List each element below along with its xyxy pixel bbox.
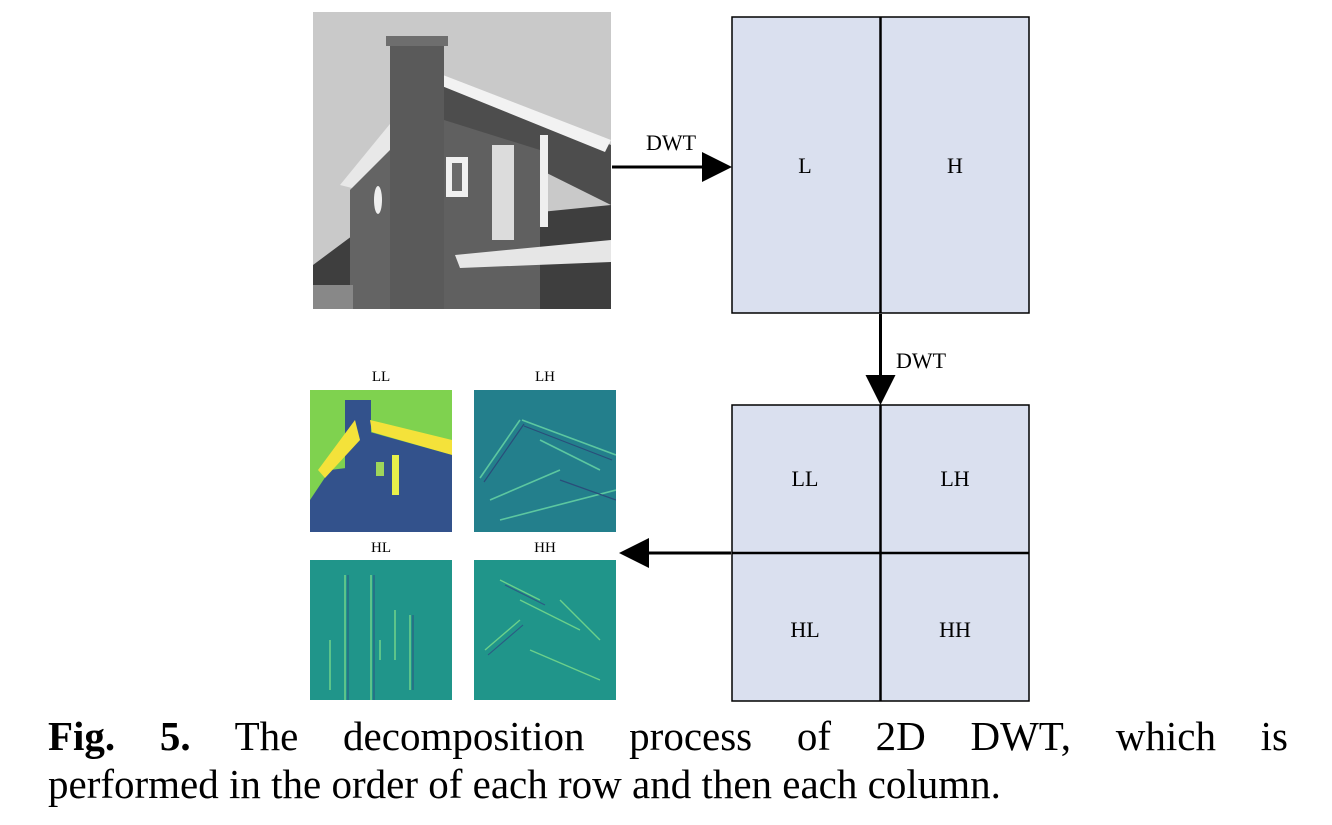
photo-lower-left-roof [313,285,353,309]
ll-gable-edge [318,420,360,478]
band-label-hh: HH [939,617,971,642]
figure-caption: Fig. 5. The decomposition process of 2D … [48,712,1288,808]
ll-wall [370,432,452,532]
caption-line-1: The decomposition process of 2D DWT, whi… [234,713,1289,759]
dwt-label-2: DWT [896,348,947,373]
subband-hl-image [310,560,452,700]
ll-chimney [345,400,371,532]
photo-window-pane [452,163,462,191]
band-label-l: L [798,153,811,178]
photo-chimney-cap [386,36,448,46]
hl-background [310,560,452,700]
first-level-box: L H [731,16,1030,314]
photo-gutter [455,240,611,268]
subband-ll-image [310,390,452,532]
band-label-h: H [947,153,963,178]
ll-window [376,462,384,476]
photo-roof [430,70,611,205]
thumb-title-hh: HH [534,540,556,556]
lh-edges-light [479,419,616,521]
thumb-title-ll: LL [372,369,390,385]
band-label-lh: LH [940,466,969,491]
ll-door-edge [392,455,399,495]
hh-edges-dark [487,584,546,656]
band-label-ll: LL [792,466,819,491]
hl-edges-light [329,575,411,700]
thumb-title-hl: HL [371,540,391,556]
dwt-label-1: DWT [646,130,697,155]
photo-chimney [390,38,444,309]
subband-lh-image [474,390,616,532]
photo-arch-window [374,186,382,214]
hh-background [474,560,616,700]
photo-door [492,145,514,240]
photo-roof-trim [430,70,611,152]
lh-background [474,390,616,532]
dwt-diagram: L H DWT DWT LL LH HL HH LL LH HL HH [310,12,1030,702]
hh-edges-light [484,579,601,681]
caption-label: Fig. 5. [48,713,191,759]
second-level-box: LL LH HL HH [731,404,1030,702]
ll-roof-edge [370,420,452,455]
lh-edges-dark [483,423,616,501]
thumb-title-lh: LH [535,369,555,385]
photo-downspout [540,135,548,227]
caption-line-2: performed in the order of each row and t… [48,761,1001,807]
source-house-image [313,12,611,309]
hl-edges-dark [347,575,414,700]
subband-hh-image [474,560,616,700]
band-label-hl: HL [790,617,819,642]
